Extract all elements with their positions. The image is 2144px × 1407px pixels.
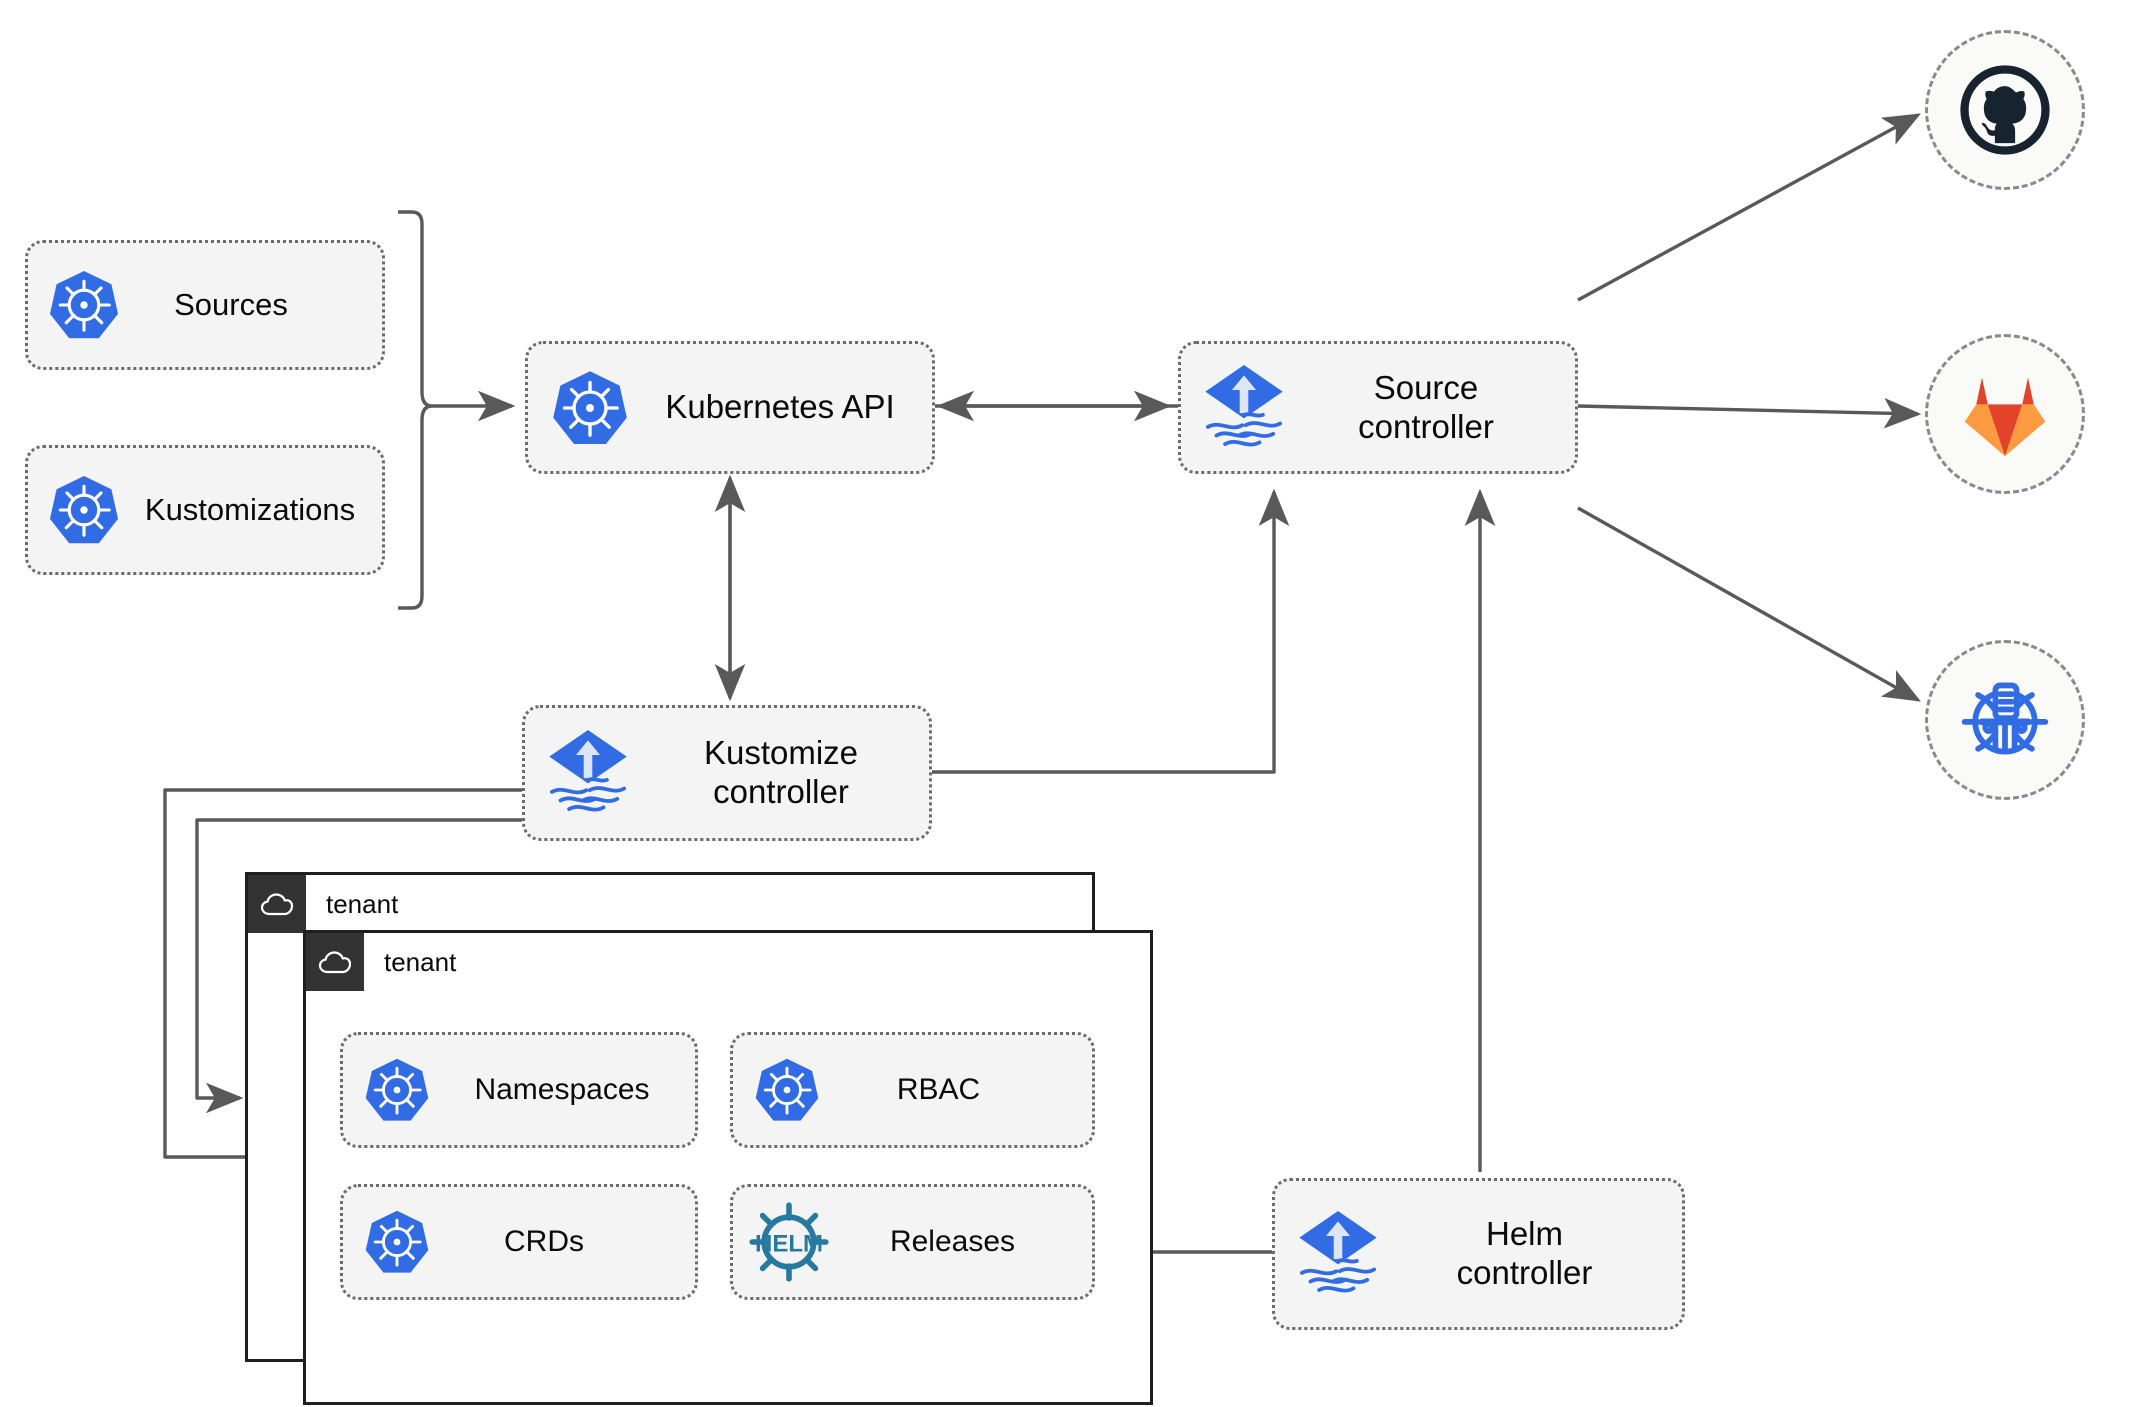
- node-label: Kustomizations: [144, 491, 356, 527]
- helm-icon: HELM: [733, 1202, 845, 1282]
- node-label: Sources: [174, 286, 288, 322]
- kubernetes-icon: [343, 1056, 451, 1124]
- node-crds[interactable]: CRDs: [340, 1184, 698, 1300]
- kubernetes-icon: [733, 1056, 841, 1124]
- wire-resources-bracket: [398, 210, 434, 610]
- kubernetes-icon: [528, 368, 652, 448]
- endpoint-github[interactable]: [1925, 30, 2085, 190]
- tenant-label: tenant: [384, 946, 457, 977]
- wire-source-to-github: [1577, 113, 1921, 302]
- endpoint-gitlab[interactable]: [1925, 334, 2085, 494]
- flux-icon: [1181, 363, 1307, 453]
- node-kubernetes-api[interactable]: Kubernetes API: [525, 341, 935, 474]
- node-label: CRDs: [504, 1225, 584, 1259]
- tenant-header: tenant: [248, 875, 398, 933]
- node-kustomize-controller[interactable]: Kustomize controller: [522, 705, 932, 841]
- node-namespaces[interactable]: Namespaces: [340, 1032, 698, 1148]
- gitlab-icon: [1964, 377, 2046, 457]
- node-label: Kustomize controller: [703, 734, 859, 810]
- flux-icon: [1275, 1209, 1401, 1299]
- wire-source-to-gitlab: [1577, 397, 1922, 429]
- node-helm-controller[interactable]: Helm controller: [1272, 1178, 1685, 1330]
- cloud-icon: [306, 933, 364, 991]
- flux-icon: [525, 728, 651, 818]
- node-label: Namespaces: [474, 1073, 650, 1107]
- node-kustomizations[interactable]: Kustomizations: [25, 445, 385, 575]
- cloud-icon: [248, 875, 306, 933]
- node-label: Source controller: [1358, 368, 1494, 445]
- endpoint-helm-repository[interactable]: [1925, 640, 2085, 800]
- node-source-controller[interactable]: Source controller: [1178, 341, 1578, 474]
- github-icon: [1960, 65, 2050, 155]
- tenant-container-2: tenant: [303, 930, 1153, 1405]
- svg-text:HELM: HELM: [755, 1231, 823, 1258]
- kubernetes-icon: [28, 473, 140, 547]
- node-label: Releases: [889, 1225, 1016, 1259]
- node-label: Helm controller: [1456, 1215, 1593, 1291]
- kubernetes-icon: [343, 1208, 451, 1276]
- wire-kustomize-to-source: [932, 488, 1290, 774]
- node-releases[interactable]: HELM Releases: [730, 1184, 1095, 1300]
- node-label: RBAC: [896, 1073, 981, 1107]
- kubernetes-icon: [28, 268, 140, 342]
- wire-source-to-helm-repo: [1577, 506, 1921, 702]
- helm-repository-icon: [1961, 682, 2049, 755]
- node-label: Kubernetes API: [665, 388, 895, 426]
- tenant-header: tenant: [306, 933, 456, 991]
- tenant-label: tenant: [326, 888, 399, 919]
- node-sources[interactable]: Sources: [25, 240, 385, 370]
- node-rbac[interactable]: RBAC: [730, 1032, 1095, 1148]
